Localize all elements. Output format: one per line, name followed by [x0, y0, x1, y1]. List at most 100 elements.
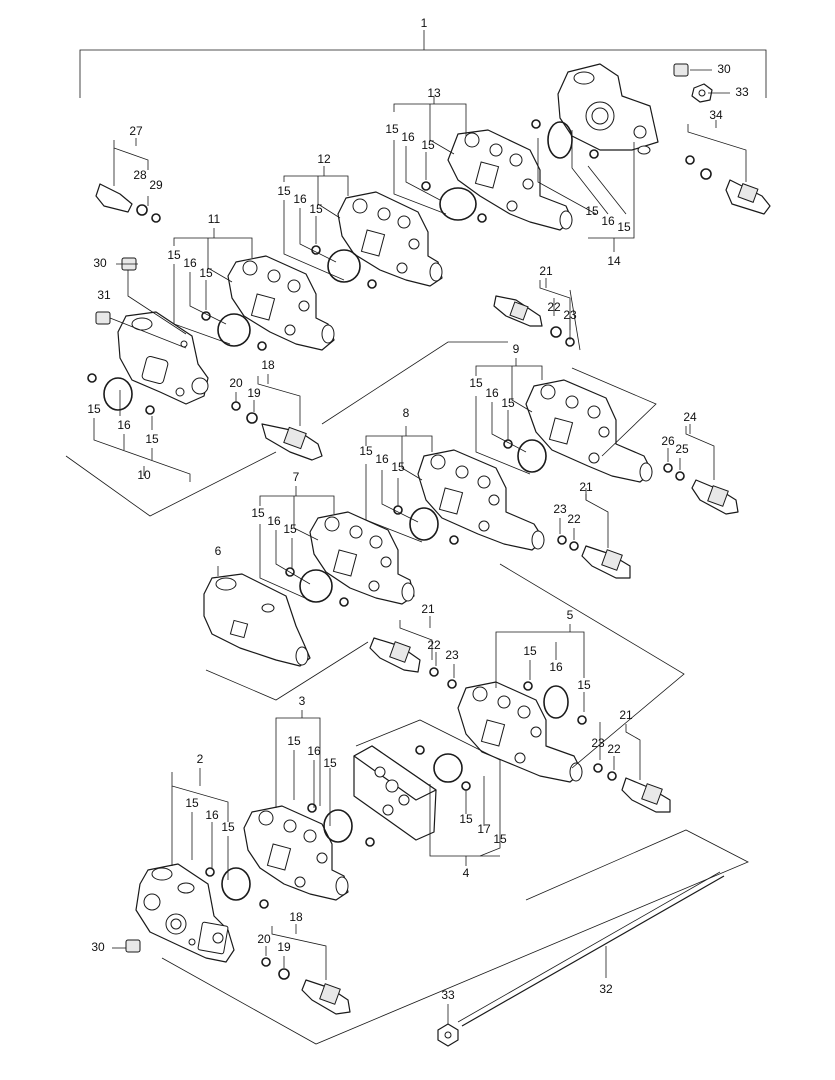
callout-15: 15 [501, 396, 515, 410]
callout-15: 15 [523, 644, 537, 658]
callout-15: 15 [185, 796, 199, 810]
inlet-housing-10 [117, 311, 209, 405]
callout-33: 33 [441, 988, 455, 1002]
callout-29: 29 [149, 178, 163, 192]
callout-8: 8 [403, 406, 410, 420]
section-13 [447, 129, 573, 231]
inlet-housing-2 [135, 863, 235, 963]
valve-24 [691, 479, 739, 515]
callout-25: 25 [675, 442, 689, 456]
callout-30: 30 [93, 256, 107, 270]
callout-24: 24 [683, 410, 697, 424]
callout-15: 15 [277, 184, 291, 198]
callout-16: 16 [117, 418, 131, 432]
callout-15: 15 [221, 820, 235, 834]
callout-15: 15 [385, 122, 399, 136]
callout-15: 15 [359, 444, 373, 458]
callout-34: 34 [709, 108, 723, 122]
callout-1: 1 [421, 16, 428, 30]
callout-23: 23 [563, 308, 577, 322]
callout-15: 15 [87, 402, 101, 416]
section-5 [457, 681, 583, 783]
callout-15: 15 [469, 376, 483, 390]
callout-15: 15 [283, 522, 297, 536]
callout-16: 16 [549, 660, 563, 674]
relief-valve-21-lower [369, 637, 421, 673]
end-housing-top [557, 63, 659, 155]
callout-7: 7 [293, 470, 300, 484]
callout-23: 23 [553, 502, 567, 516]
valve-34 [725, 179, 771, 215]
plug-31 [95, 311, 111, 325]
callout-21: 21 [539, 264, 553, 278]
callout-15: 15 [577, 678, 591, 692]
callout-15: 15 [145, 432, 159, 446]
assembly-bracket [79, 30, 767, 98]
callout-16: 16 [205, 808, 219, 822]
callout-16: 16 [401, 130, 415, 144]
callout-16: 16 [183, 256, 197, 270]
callout-16: 16 [267, 514, 281, 528]
nut-33-top [691, 83, 713, 103]
callout-4: 4 [463, 866, 470, 880]
valve-18-bottom [301, 979, 351, 1015]
plug-27 [95, 183, 133, 213]
callout-33: 33 [735, 85, 749, 99]
leader-lines [65, 69, 749, 1045]
callout-15: 15 [617, 220, 631, 234]
callout-17: 17 [477, 822, 491, 836]
callout-6: 6 [215, 544, 222, 558]
callout-10: 10 [137, 468, 151, 482]
callout-15: 15 [493, 832, 507, 846]
callout-30: 30 [91, 940, 105, 954]
callout-30: 30 [717, 62, 731, 76]
callout-23: 23 [591, 736, 605, 750]
callout-15: 15 [585, 204, 599, 218]
callout-15: 15 [251, 506, 265, 520]
callout-15: 15 [391, 460, 405, 474]
callout-15: 15 [287, 734, 301, 748]
callout-32: 32 [599, 982, 613, 996]
end-housing-6 [203, 573, 311, 667]
relief-valve-21-mid [581, 545, 631, 579]
callout-5: 5 [567, 608, 574, 622]
callout-20: 20 [257, 932, 271, 946]
callout-19: 19 [247, 386, 261, 400]
callout-15: 15 [199, 266, 213, 280]
callout-28: 28 [133, 168, 147, 182]
callout-21: 21 [619, 708, 633, 722]
plate-4 [353, 745, 437, 841]
callout-15: 15 [309, 202, 323, 216]
callout-16: 16 [485, 386, 499, 400]
callout-21: 21 [579, 480, 593, 494]
tie-rod-32 [457, 871, 725, 1027]
callout-18: 18 [261, 358, 275, 372]
relief-valve-21-upper [493, 295, 543, 327]
section-7 [309, 511, 415, 605]
callout-27: 27 [129, 124, 143, 138]
callout-14: 14 [607, 254, 621, 268]
callout-2: 2 [197, 752, 204, 766]
valve-18-mid [261, 423, 323, 461]
callout-16: 16 [375, 452, 389, 466]
callout-13: 13 [427, 86, 441, 100]
callout-21: 21 [421, 602, 435, 616]
callout-12: 12 [317, 152, 331, 166]
callout-16: 16 [307, 744, 321, 758]
callout-31: 31 [97, 288, 111, 302]
relief-valve-21-right [621, 777, 671, 813]
callout-11: 11 [208, 212, 221, 226]
callout-18: 18 [289, 910, 303, 924]
callout-labels: 1 30 33 13 34 27 28 29 12 11 14 30 31 21… [87, 16, 749, 1002]
callout-19: 19 [277, 940, 291, 954]
callout-15: 15 [421, 138, 435, 152]
callout-16: 16 [293, 192, 307, 206]
section-8 [417, 449, 545, 551]
section-9 [525, 379, 653, 483]
section-3 [243, 805, 349, 901]
callout-3: 3 [299, 694, 306, 708]
callout-22: 22 [607, 742, 621, 756]
callout-20: 20 [229, 376, 243, 390]
callout-22: 22 [427, 638, 441, 652]
